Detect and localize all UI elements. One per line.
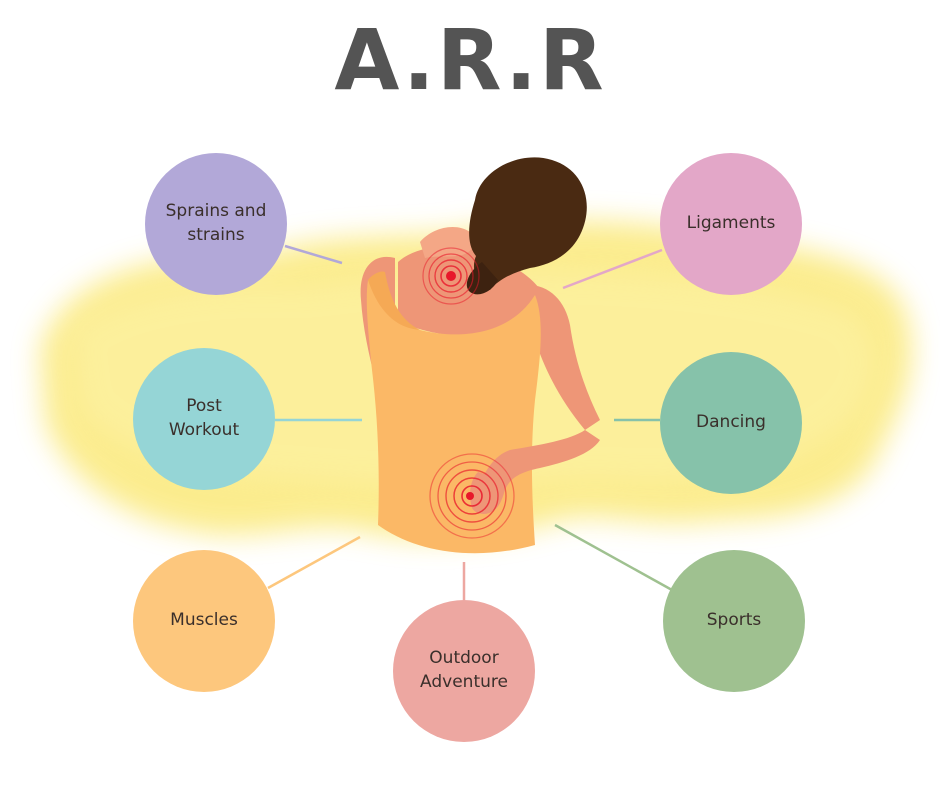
bubble-muscles: Muscles bbox=[133, 550, 275, 692]
neck-hand bbox=[420, 227, 475, 258]
connector-muscles bbox=[267, 535, 361, 590]
bubble-ligaments: Ligaments bbox=[660, 153, 802, 295]
right-arm bbox=[478, 430, 600, 512]
bubble-outdoor-adventure: Outdoor Adventure bbox=[393, 600, 535, 742]
woman-figure bbox=[360, 157, 600, 554]
bubble-label: Post Workout bbox=[168, 396, 240, 440]
bubble-label: Outdoor Adventure bbox=[420, 648, 508, 692]
connector-sprains bbox=[284, 244, 343, 265]
bubble-label: Muscles bbox=[170, 610, 238, 631]
page-title: A.R.R bbox=[334, 11, 606, 109]
bubble-sprains-and-strains: Sprains and strains bbox=[145, 153, 287, 295]
bubble-label: Sprains and strains bbox=[165, 201, 267, 245]
bubble-label: Ligaments bbox=[686, 213, 776, 234]
connector-sports bbox=[554, 523, 673, 592]
tank-strap-left bbox=[368, 271, 420, 330]
lower-back-pain-rings bbox=[429, 453, 515, 539]
bubble-sports: Sports bbox=[663, 550, 805, 692]
neck-pain-rings bbox=[422, 247, 480, 305]
ponytail bbox=[466, 262, 498, 295]
bubble-dancing: Dancing bbox=[660, 352, 802, 494]
bubble-post-workout: Post Workout bbox=[133, 348, 275, 490]
bubble-label: Dancing bbox=[696, 412, 766, 433]
hair bbox=[469, 157, 587, 290]
bubble-label: Sports bbox=[706, 610, 762, 631]
connector-ligaments bbox=[562, 248, 663, 290]
